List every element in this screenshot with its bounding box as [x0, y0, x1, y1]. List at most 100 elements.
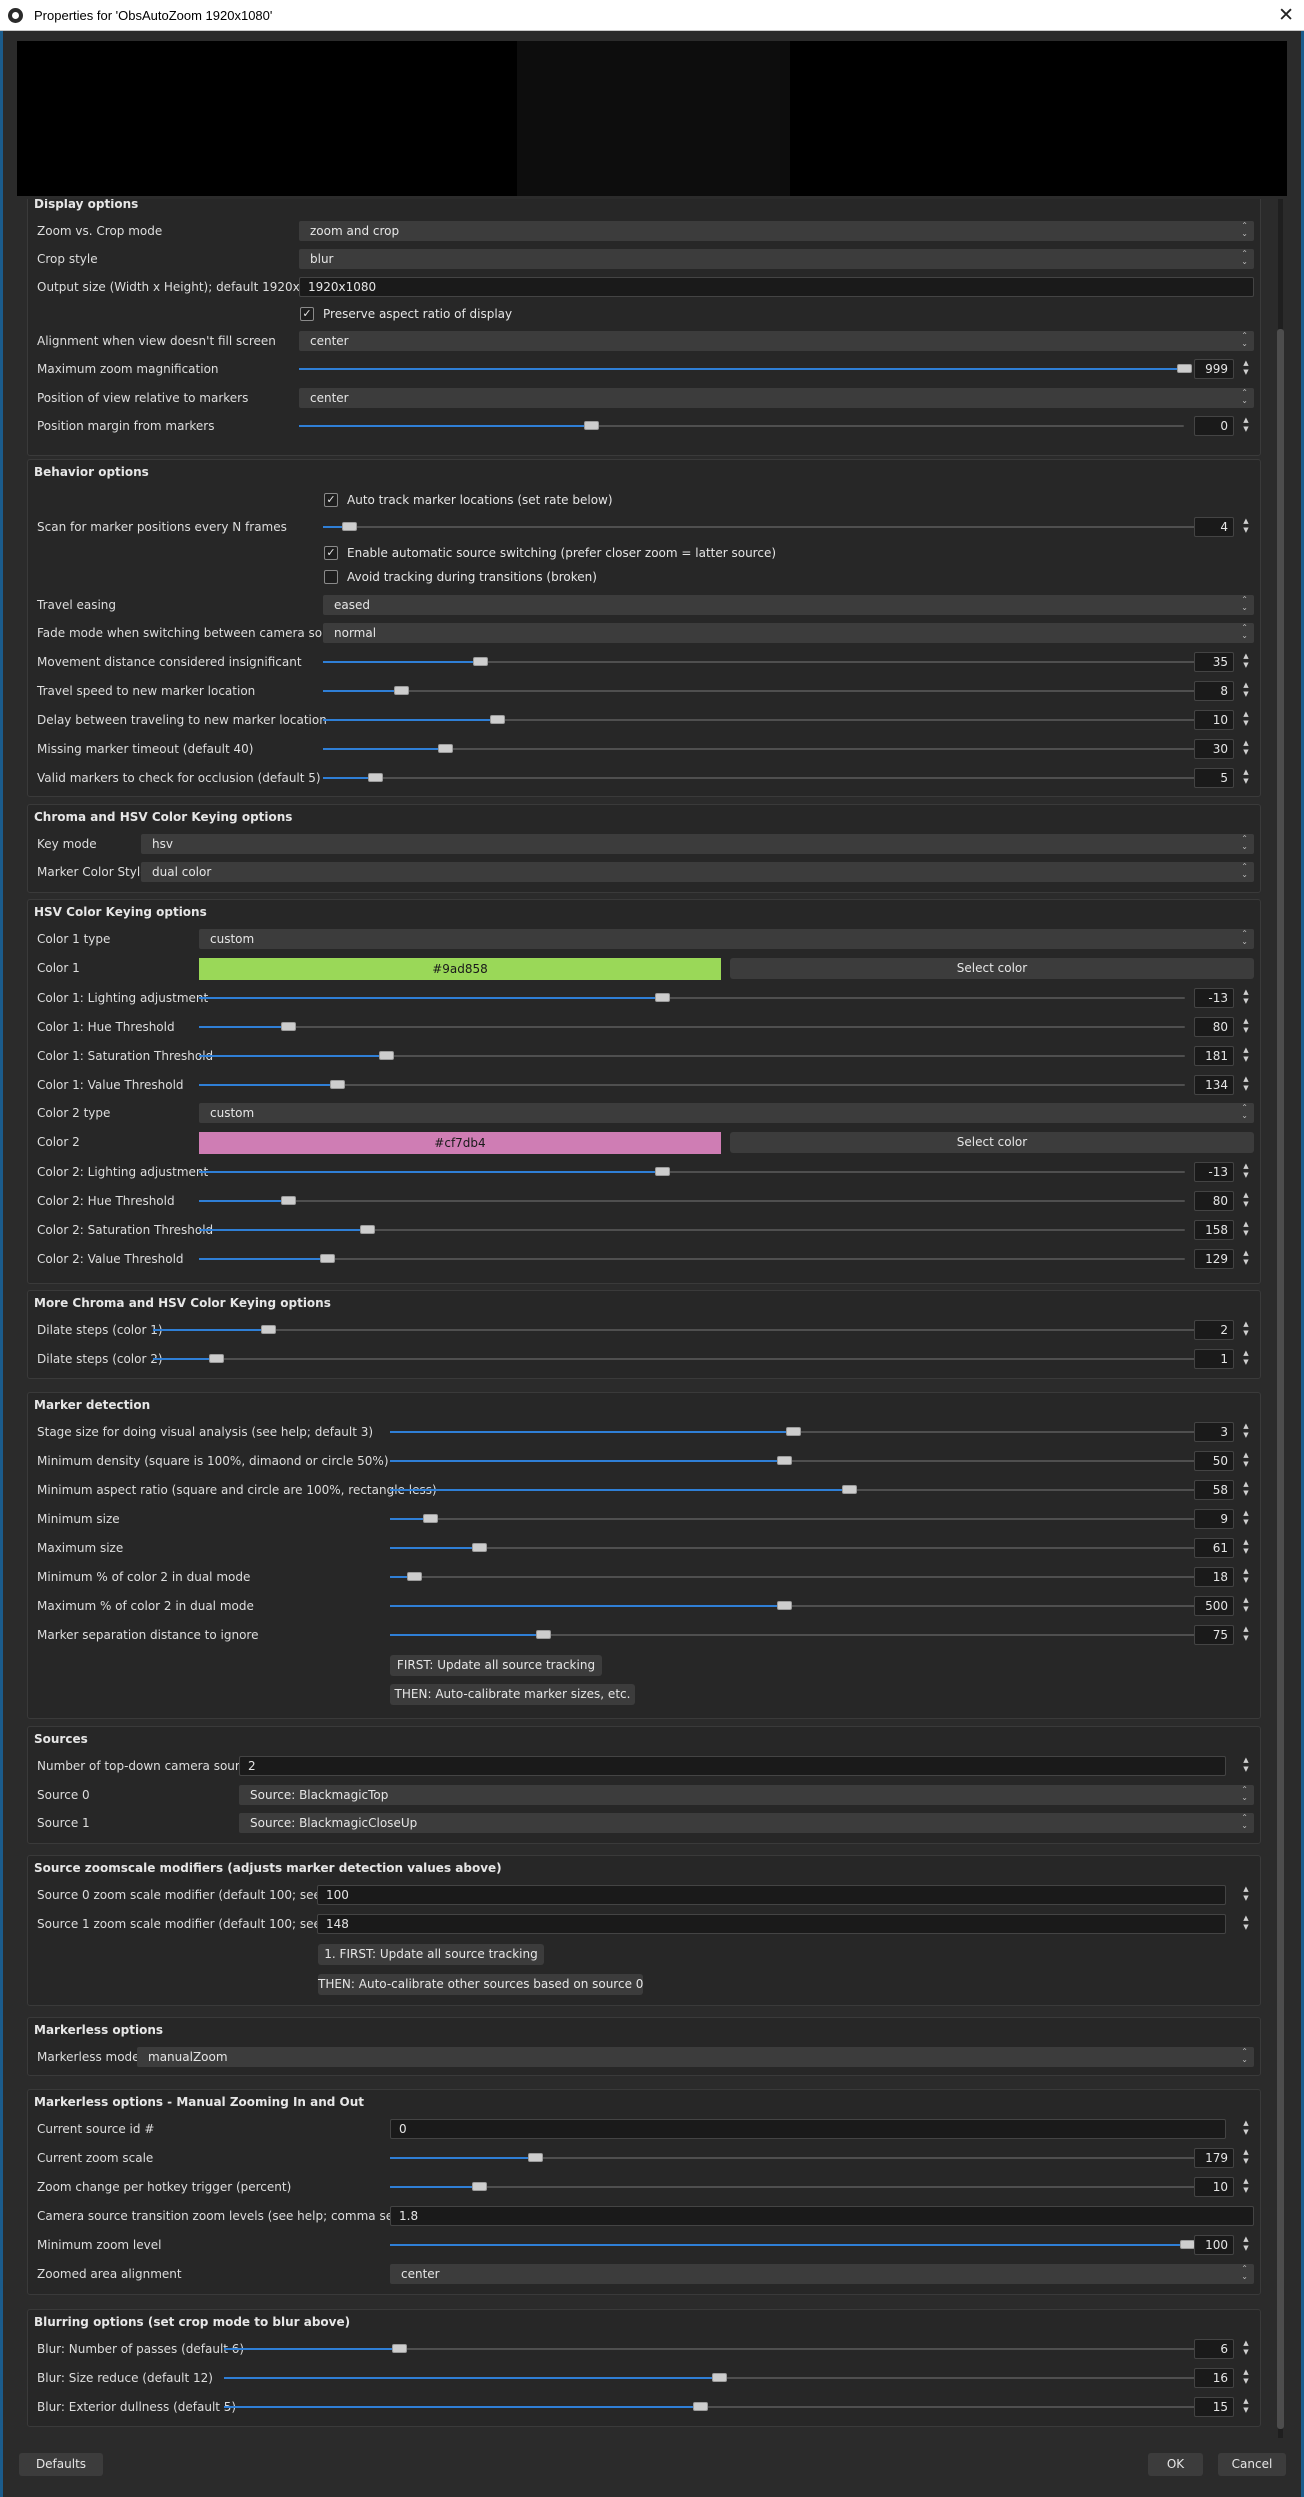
- defaults-button[interactable]: Defaults: [19, 2453, 103, 2476]
- scan-slider[interactable]: [323, 522, 1195, 531]
- hotkey-change-spinbox[interactable]: 10▲▼: [1194, 2177, 1254, 2197]
- spin-arrows-icon[interactable]: ▲▼: [1243, 1538, 1249, 1555]
- color2-saturation-spinbox[interactable]: 158▲▼: [1194, 1220, 1254, 1240]
- slider-handle[interactable]: [712, 2373, 728, 2382]
- missing-spinbox[interactable]: 30▲▼: [1194, 739, 1254, 759]
- missing-slider[interactable]: [323, 744, 1195, 753]
- max-pct-spinbox[interactable]: 500▲▼: [1194, 1596, 1254, 1616]
- slider-handle[interactable]: [841, 1485, 857, 1494]
- output-size-input[interactable]: 1920x1080: [299, 277, 1254, 297]
- color1-lighting-spinbox[interactable]: -13▲▼: [1194, 988, 1254, 1008]
- color2-saturation-slider[interactable]: [199, 1225, 1185, 1234]
- max-zoom-spinbox[interactable]: 999▲▼: [1194, 359, 1254, 379]
- min-zoom-slider[interactable]: [390, 2240, 1195, 2249]
- min-pct-slider[interactable]: [390, 1572, 1195, 1581]
- color1-value-spinbox[interactable]: 134▲▼: [1194, 1075, 1254, 1095]
- min-zoom-spinbox[interactable]: 100▲▼: [1194, 2235, 1254, 2255]
- slider-handle[interactable]: [359, 1225, 375, 1234]
- spin-arrows-icon[interactable]: ▲▼: [1243, 1320, 1249, 1337]
- scrollbar-thumb[interactable]: [1277, 329, 1284, 2429]
- slider-handle[interactable]: [379, 1051, 395, 1060]
- min-size-slider[interactable]: [390, 1514, 1195, 1523]
- slider-handle[interactable]: [342, 522, 358, 531]
- slider-handle[interactable]: [655, 993, 671, 1002]
- source-count-input[interactable]: 2: [239, 1756, 1226, 1776]
- spin-arrows-icon[interactable]: ▲▼: [1243, 2397, 1249, 2414]
- max-pct-slider[interactable]: [390, 1601, 1195, 1610]
- preserve-aspect-checkbox[interactable]: ✓Preserve aspect ratio of display: [300, 305, 700, 323]
- first-update-tracking-button[interactable]: 1. FIRST: Update all source tracking: [318, 1944, 544, 1965]
- move-spinbox[interactable]: 35▲▼: [1194, 652, 1254, 672]
- zoomed-alignment-select[interactable]: center⌃⌄: [390, 2264, 1254, 2284]
- slider-handle[interactable]: [368, 773, 384, 782]
- slider-handle[interactable]: [777, 1456, 793, 1465]
- spin-arrows-icon[interactable]: ▲▼: [1243, 1885, 1249, 1902]
- min-density-slider[interactable]: [390, 1456, 1195, 1465]
- speed-slider[interactable]: [323, 686, 1195, 695]
- spin-arrows-icon[interactable]: ▲▼: [1243, 517, 1249, 534]
- slider-handle[interactable]: [438, 744, 454, 753]
- blur-dullness-slider[interactable]: [224, 2402, 1195, 2411]
- blur-passes-spinbox[interactable]: 6▲▼: [1194, 2339, 1254, 2359]
- spin-arrows-icon[interactable]: ▲▼: [1243, 2148, 1249, 2165]
- source0-select[interactable]: Source: BlackmagicTop⌃⌄: [239, 1785, 1254, 1805]
- alignment-select[interactable]: center⌃⌄: [299, 331, 1254, 351]
- spin-arrows-icon[interactable]: ▲▼: [1243, 1914, 1249, 1931]
- color1-saturation-spinbox[interactable]: 181▲▼: [1194, 1046, 1254, 1066]
- auto-calibrate-sources-button[interactable]: THEN: Auto-calibrate other sources based…: [318, 1974, 643, 1995]
- min-pct-spinbox[interactable]: 18▲▼: [1194, 1567, 1254, 1587]
- dilate1-slider[interactable]: [153, 1325, 1195, 1334]
- slider-handle[interactable]: [527, 2153, 543, 2162]
- slider-handle[interactable]: [655, 1167, 671, 1176]
- slider-handle[interactable]: [330, 1080, 346, 1089]
- slider-handle[interactable]: [490, 715, 506, 724]
- delay-slider[interactable]: [323, 715, 1195, 724]
- spin-arrows-icon[interactable]: ▲▼: [1243, 1046, 1249, 1063]
- spin-arrows-icon[interactable]: ▲▼: [1243, 1480, 1249, 1497]
- source-id-input[interactable]: 0: [390, 2119, 1226, 2139]
- slider-handle[interactable]: [777, 1601, 793, 1610]
- move-slider[interactable]: [323, 657, 1195, 666]
- separation-spinbox[interactable]: 75▲▼: [1194, 1625, 1254, 1645]
- dilate2-spinbox[interactable]: 1▲▼: [1194, 1349, 1254, 1369]
- occlusion-spinbox[interactable]: 5▲▼: [1194, 768, 1254, 788]
- spin-arrows-icon[interactable]: ▲▼: [1243, 652, 1249, 669]
- slider-handle[interactable]: [391, 2344, 407, 2353]
- update-source-tracking-button[interactable]: FIRST: Update all source tracking: [390, 1655, 602, 1676]
- blur-reduce-spinbox[interactable]: 16▲▼: [1194, 2368, 1254, 2388]
- spin-arrows-icon[interactable]: ▲▼: [1243, 2339, 1249, 2356]
- min-aspect-slider[interactable]: [390, 1485, 1195, 1494]
- min-aspect-spinbox[interactable]: 58▲▼: [1194, 1480, 1254, 1500]
- stage-size-spinbox[interactable]: 3▲▼: [1194, 1422, 1254, 1442]
- spin-arrows-icon[interactable]: ▲▼: [1243, 1509, 1249, 1526]
- dilate1-spinbox[interactable]: 2▲▼: [1194, 1320, 1254, 1340]
- auto-switch-checkbox[interactable]: ✓Enable automatic source switching (pref…: [324, 544, 824, 562]
- ok-button[interactable]: OK: [1148, 2453, 1203, 2476]
- margin-slider[interactable]: [299, 421, 1184, 430]
- spin-arrows-icon[interactable]: ▲▼: [1243, 2235, 1249, 2252]
- spin-arrows-icon[interactable]: ▲▼: [1243, 1249, 1249, 1266]
- occlusion-slider[interactable]: [323, 773, 1195, 782]
- vertical-scrollbar[interactable]: [1275, 199, 1287, 2438]
- spin-arrows-icon[interactable]: ▲▼: [1243, 1220, 1249, 1237]
- zoom-crop-select[interactable]: zoom and crop⌃⌄: [299, 221, 1254, 241]
- slider-handle[interactable]: [280, 1196, 296, 1205]
- blur-passes-slider[interactable]: [224, 2344, 1195, 2353]
- spin-arrows-icon[interactable]: ▲▼: [1243, 1162, 1249, 1179]
- slider-handle[interactable]: [1177, 364, 1192, 373]
- color1-type-select[interactable]: custom⌃⌄: [199, 929, 1254, 949]
- color1-saturation-slider[interactable]: [199, 1051, 1185, 1060]
- spin-arrows-icon[interactable]: ▲▼: [1243, 681, 1249, 698]
- spin-arrows-icon[interactable]: ▲▼: [1243, 1191, 1249, 1208]
- spin-arrows-icon[interactable]: ▲▼: [1243, 2119, 1249, 2136]
- properties-scroll-area[interactable]: Display options Zoom vs. Crop mode zoom …: [17, 199, 1287, 2438]
- spin-arrows-icon[interactable]: ▲▼: [1243, 1596, 1249, 1613]
- position-select[interactable]: center⌃⌄: [299, 388, 1254, 408]
- spin-arrows-icon[interactable]: ▲▼: [1243, 1422, 1249, 1439]
- slider-handle[interactable]: [471, 1543, 487, 1552]
- slider-handle[interactable]: [584, 421, 600, 430]
- color2-lighting-spinbox[interactable]: -13▲▼: [1194, 1162, 1254, 1182]
- spin-arrows-icon[interactable]: ▲▼: [1243, 1756, 1249, 1773]
- fade-select[interactable]: normal⌃⌄: [323, 623, 1254, 643]
- crop-style-select[interactable]: blur⌃⌄: [299, 249, 1254, 269]
